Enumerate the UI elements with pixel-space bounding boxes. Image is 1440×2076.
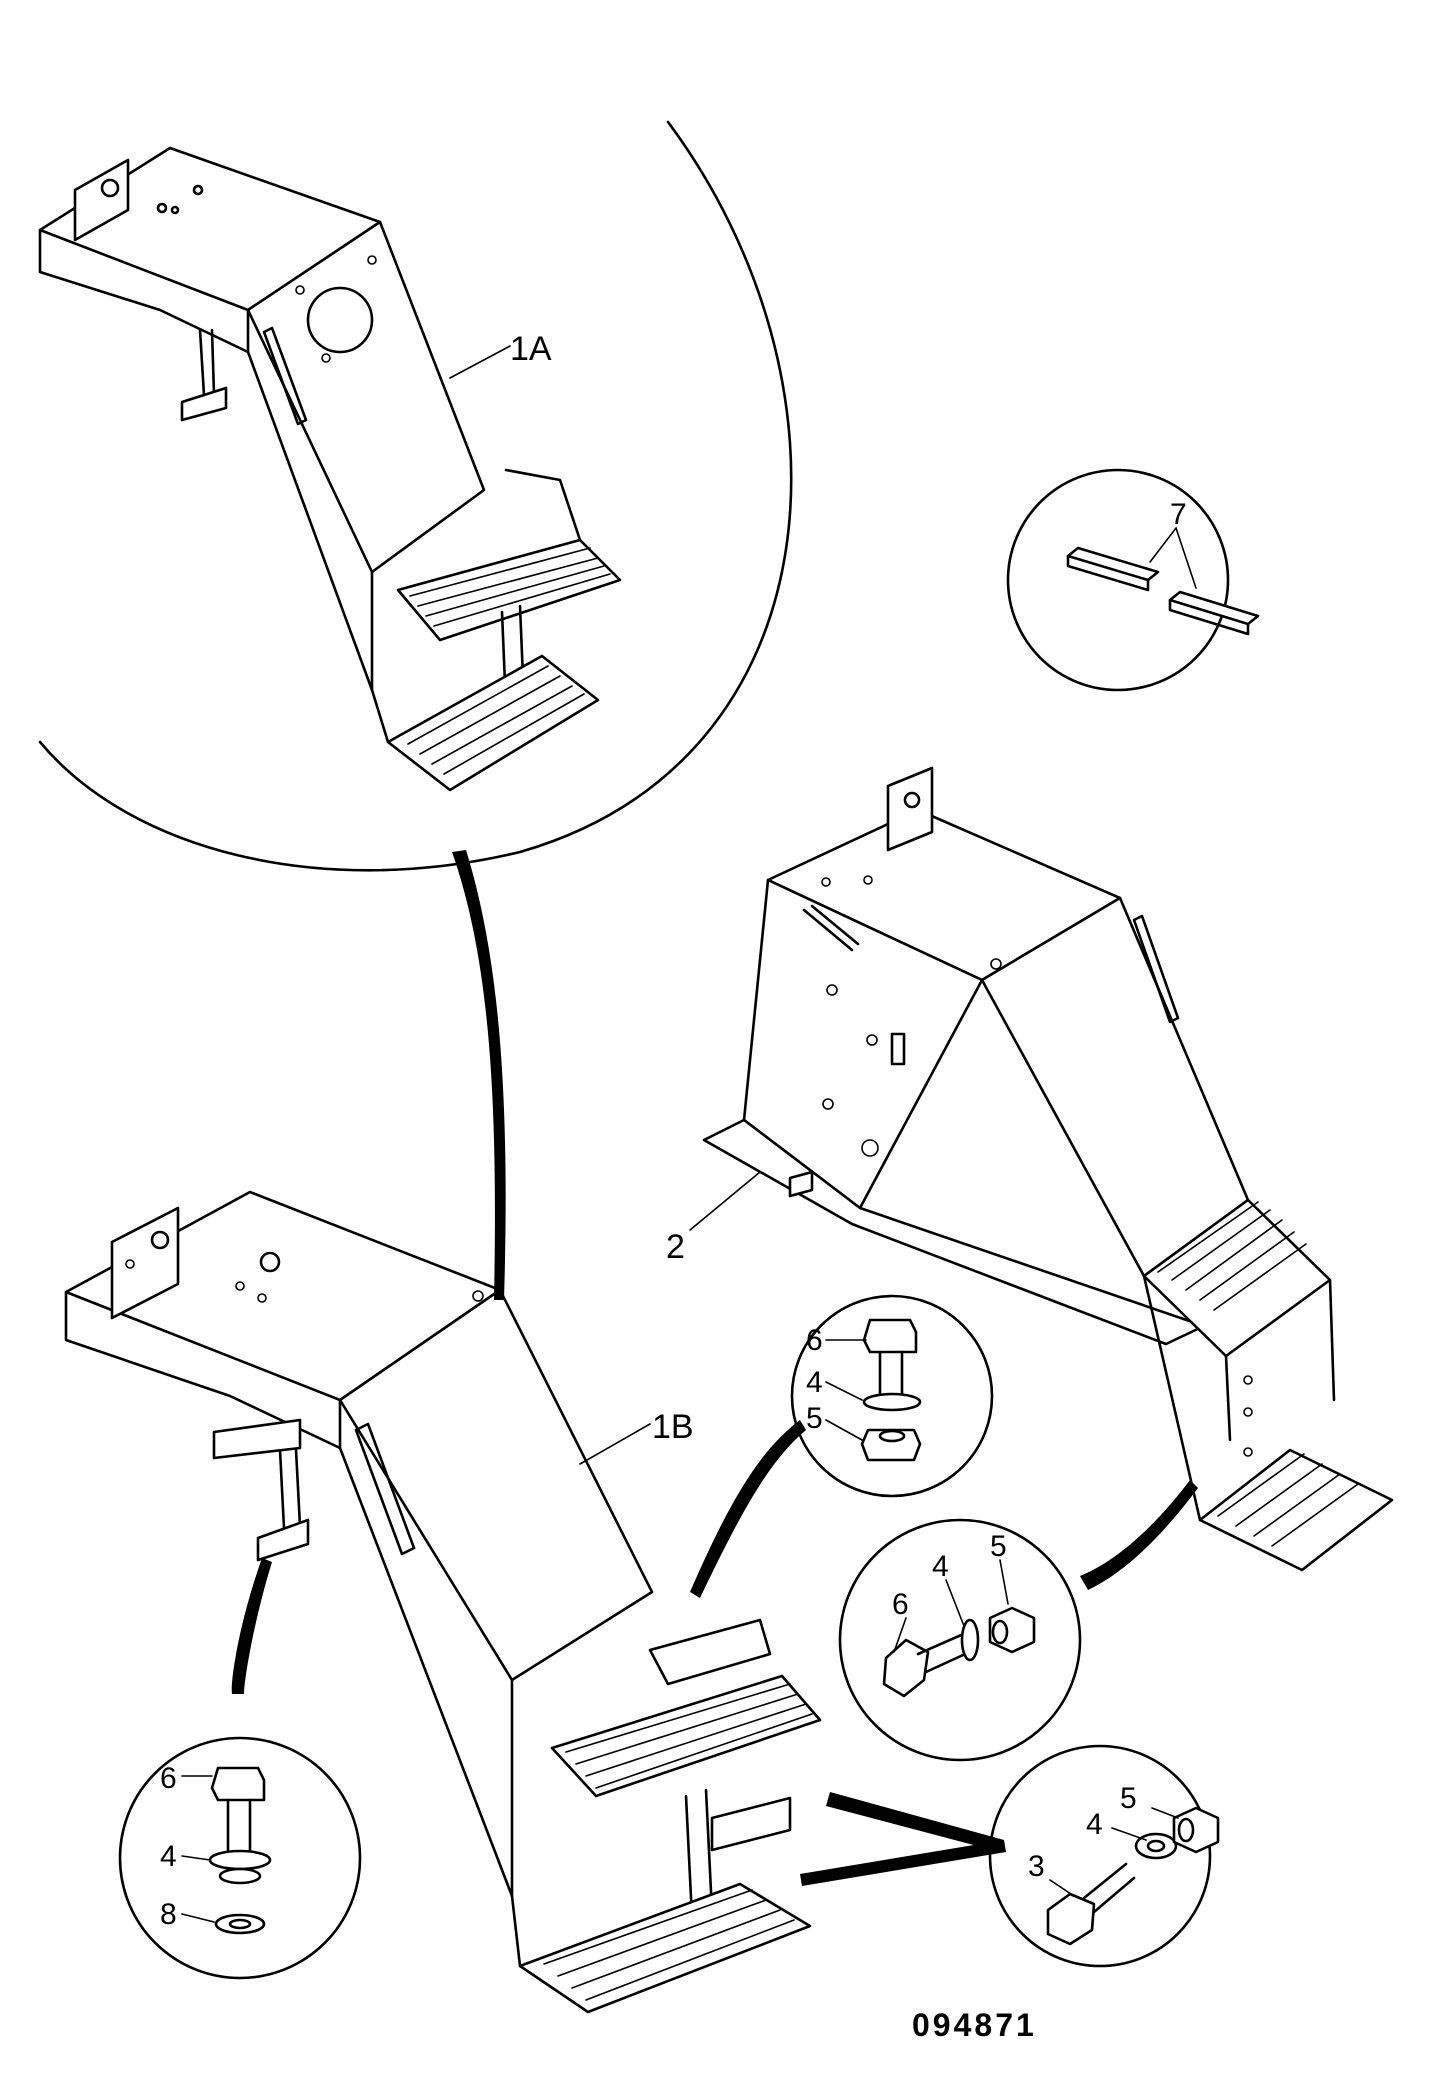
callout-1b-label: 1B [652, 1408, 694, 1446]
step-assembly-1a [38, 146, 622, 792]
callout-2: 2 [666, 1171, 761, 1266]
detail-lower-right-washer: 4 [1086, 1808, 1103, 1841]
detail-lower-left-spring-washer: 8 [160, 1898, 177, 1931]
callout-1b: 1B [579, 1408, 694, 1465]
detail-fastener-top: 6 4 5 [790, 1294, 994, 1498]
inset-circle-1a [38, 120, 793, 872]
detail-lower-right-bolt: 3 [1028, 1850, 1045, 1883]
detail-fastener-middle: 6 4 5 [838, 1518, 1082, 1762]
detail-middle-washer: 4 [932, 1550, 949, 1583]
detail-middle-bolt: 6 [892, 1588, 909, 1621]
leader-bands [231, 850, 1198, 1886]
inset-circle-7: 7 [1006, 468, 1260, 692]
step-assembly-1b [64, 1190, 822, 2014]
callout-1a: 1A [449, 330, 552, 379]
detail-lower-left-washer: 4 [160, 1840, 177, 1873]
detail-lower-right-nut: 5 [1120, 1782, 1137, 1815]
detail-fastener-lower-left: 6 4 8 [118, 1736, 362, 1980]
callout-2-label: 2 [666, 1228, 685, 1266]
detail-top-bolt: 6 [806, 1324, 823, 1357]
step-assembly-2 [702, 766, 1394, 1572]
drawing-reference-number: 094871 [912, 2007, 1037, 2043]
callout-7-label: 7 [1170, 498, 1187, 531]
detail-middle-nut: 5 [990, 1530, 1007, 1563]
callout-1a-label: 1A [510, 330, 552, 368]
detail-top-washer: 4 [806, 1366, 823, 1399]
detail-fastener-lower-right: 3 4 5 [988, 1744, 1220, 1968]
detail-top-nut: 5 [806, 1402, 823, 1435]
detail-lower-left-bolt: 6 [160, 1762, 177, 1795]
